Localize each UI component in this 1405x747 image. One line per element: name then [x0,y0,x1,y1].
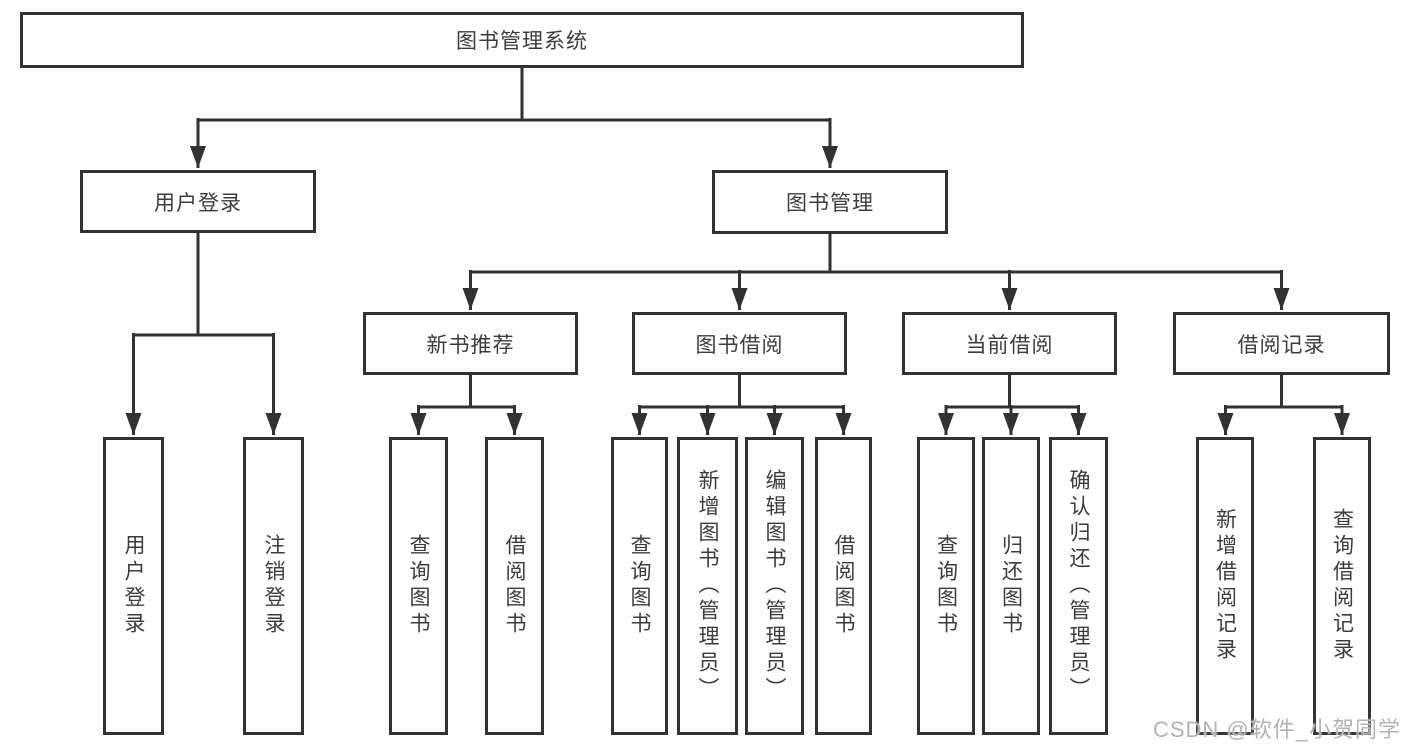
leaf-query-borrow-record: 查询借阅记录 [1313,437,1371,735]
leaf-logout-login: 注销登录 [243,437,304,735]
node-new-book-recommend: 新书推荐 [363,312,578,375]
leaf-query-books-current: 查询图书 [917,437,975,735]
node-book-management: 图书管理 [712,170,948,234]
leaf-query-books-borrowing: 查询图书 [611,437,668,735]
node-borrowing-records: 借阅记录 [1173,312,1390,375]
leaf-edit-book-admin: 编辑图书（管理员） [745,437,804,735]
leaf-borrow-books-recommend: 借阅图书 [485,437,544,735]
node-user-login: 用户登录 [80,170,316,233]
leaf-query-books-recommend: 查询图书 [389,437,448,735]
node-book-borrowing: 图书借阅 [632,312,847,375]
leaf-user-login: 用户登录 [103,437,164,735]
leaf-borrow-books-borrowing: 借阅图书 [815,437,872,735]
leaf-return-book: 归还图书 [982,437,1040,735]
leaf-add-book-admin: 新增图书（管理员） [677,437,738,735]
leaf-add-borrow-record: 新增借阅记录 [1196,437,1254,735]
csdn-watermark: CSDN @软件_小贺同学 [1152,717,1401,742]
leaf-confirm-return-admin: 确认归还（管理员） [1049,437,1108,735]
node-library-system: 图书管理系统 [20,12,1024,68]
node-current-borrowing: 当前借阅 [902,312,1117,375]
